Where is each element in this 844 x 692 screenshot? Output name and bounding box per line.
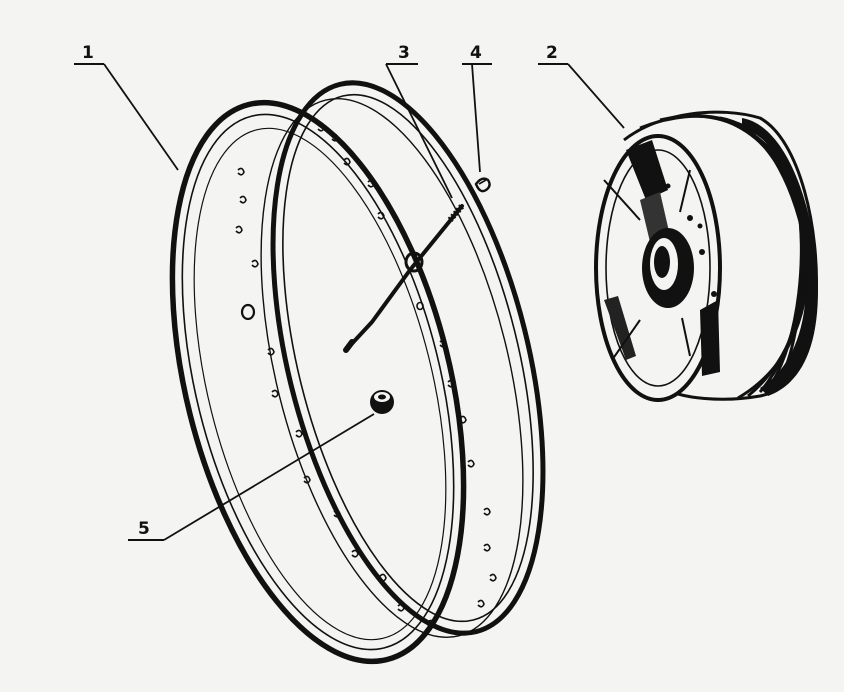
spoke-nipple	[474, 177, 491, 193]
rim-plug	[370, 390, 394, 414]
callout-label-5: 5	[138, 519, 150, 539]
callout-5: 5	[128, 413, 375, 541]
hub-spoke-holes	[665, 183, 717, 297]
wheel-hub	[594, 110, 818, 402]
callout-4: 4	[462, 43, 492, 173]
callout-1: 1	[74, 43, 179, 171]
callout-label-3: 3	[398, 43, 410, 63]
spoke	[343, 204, 465, 353]
callout-2: 2	[538, 43, 625, 129]
callout-label-4: 4	[470, 43, 482, 63]
spoke-holes-back	[317, 123, 497, 608]
spoke-holes-front	[235, 167, 435, 628]
wheel-rim	[169, 80, 546, 665]
callout-label-2: 2	[546, 43, 558, 63]
callout-3: 3	[385, 43, 453, 199]
callout-label-1: 1	[82, 43, 94, 63]
